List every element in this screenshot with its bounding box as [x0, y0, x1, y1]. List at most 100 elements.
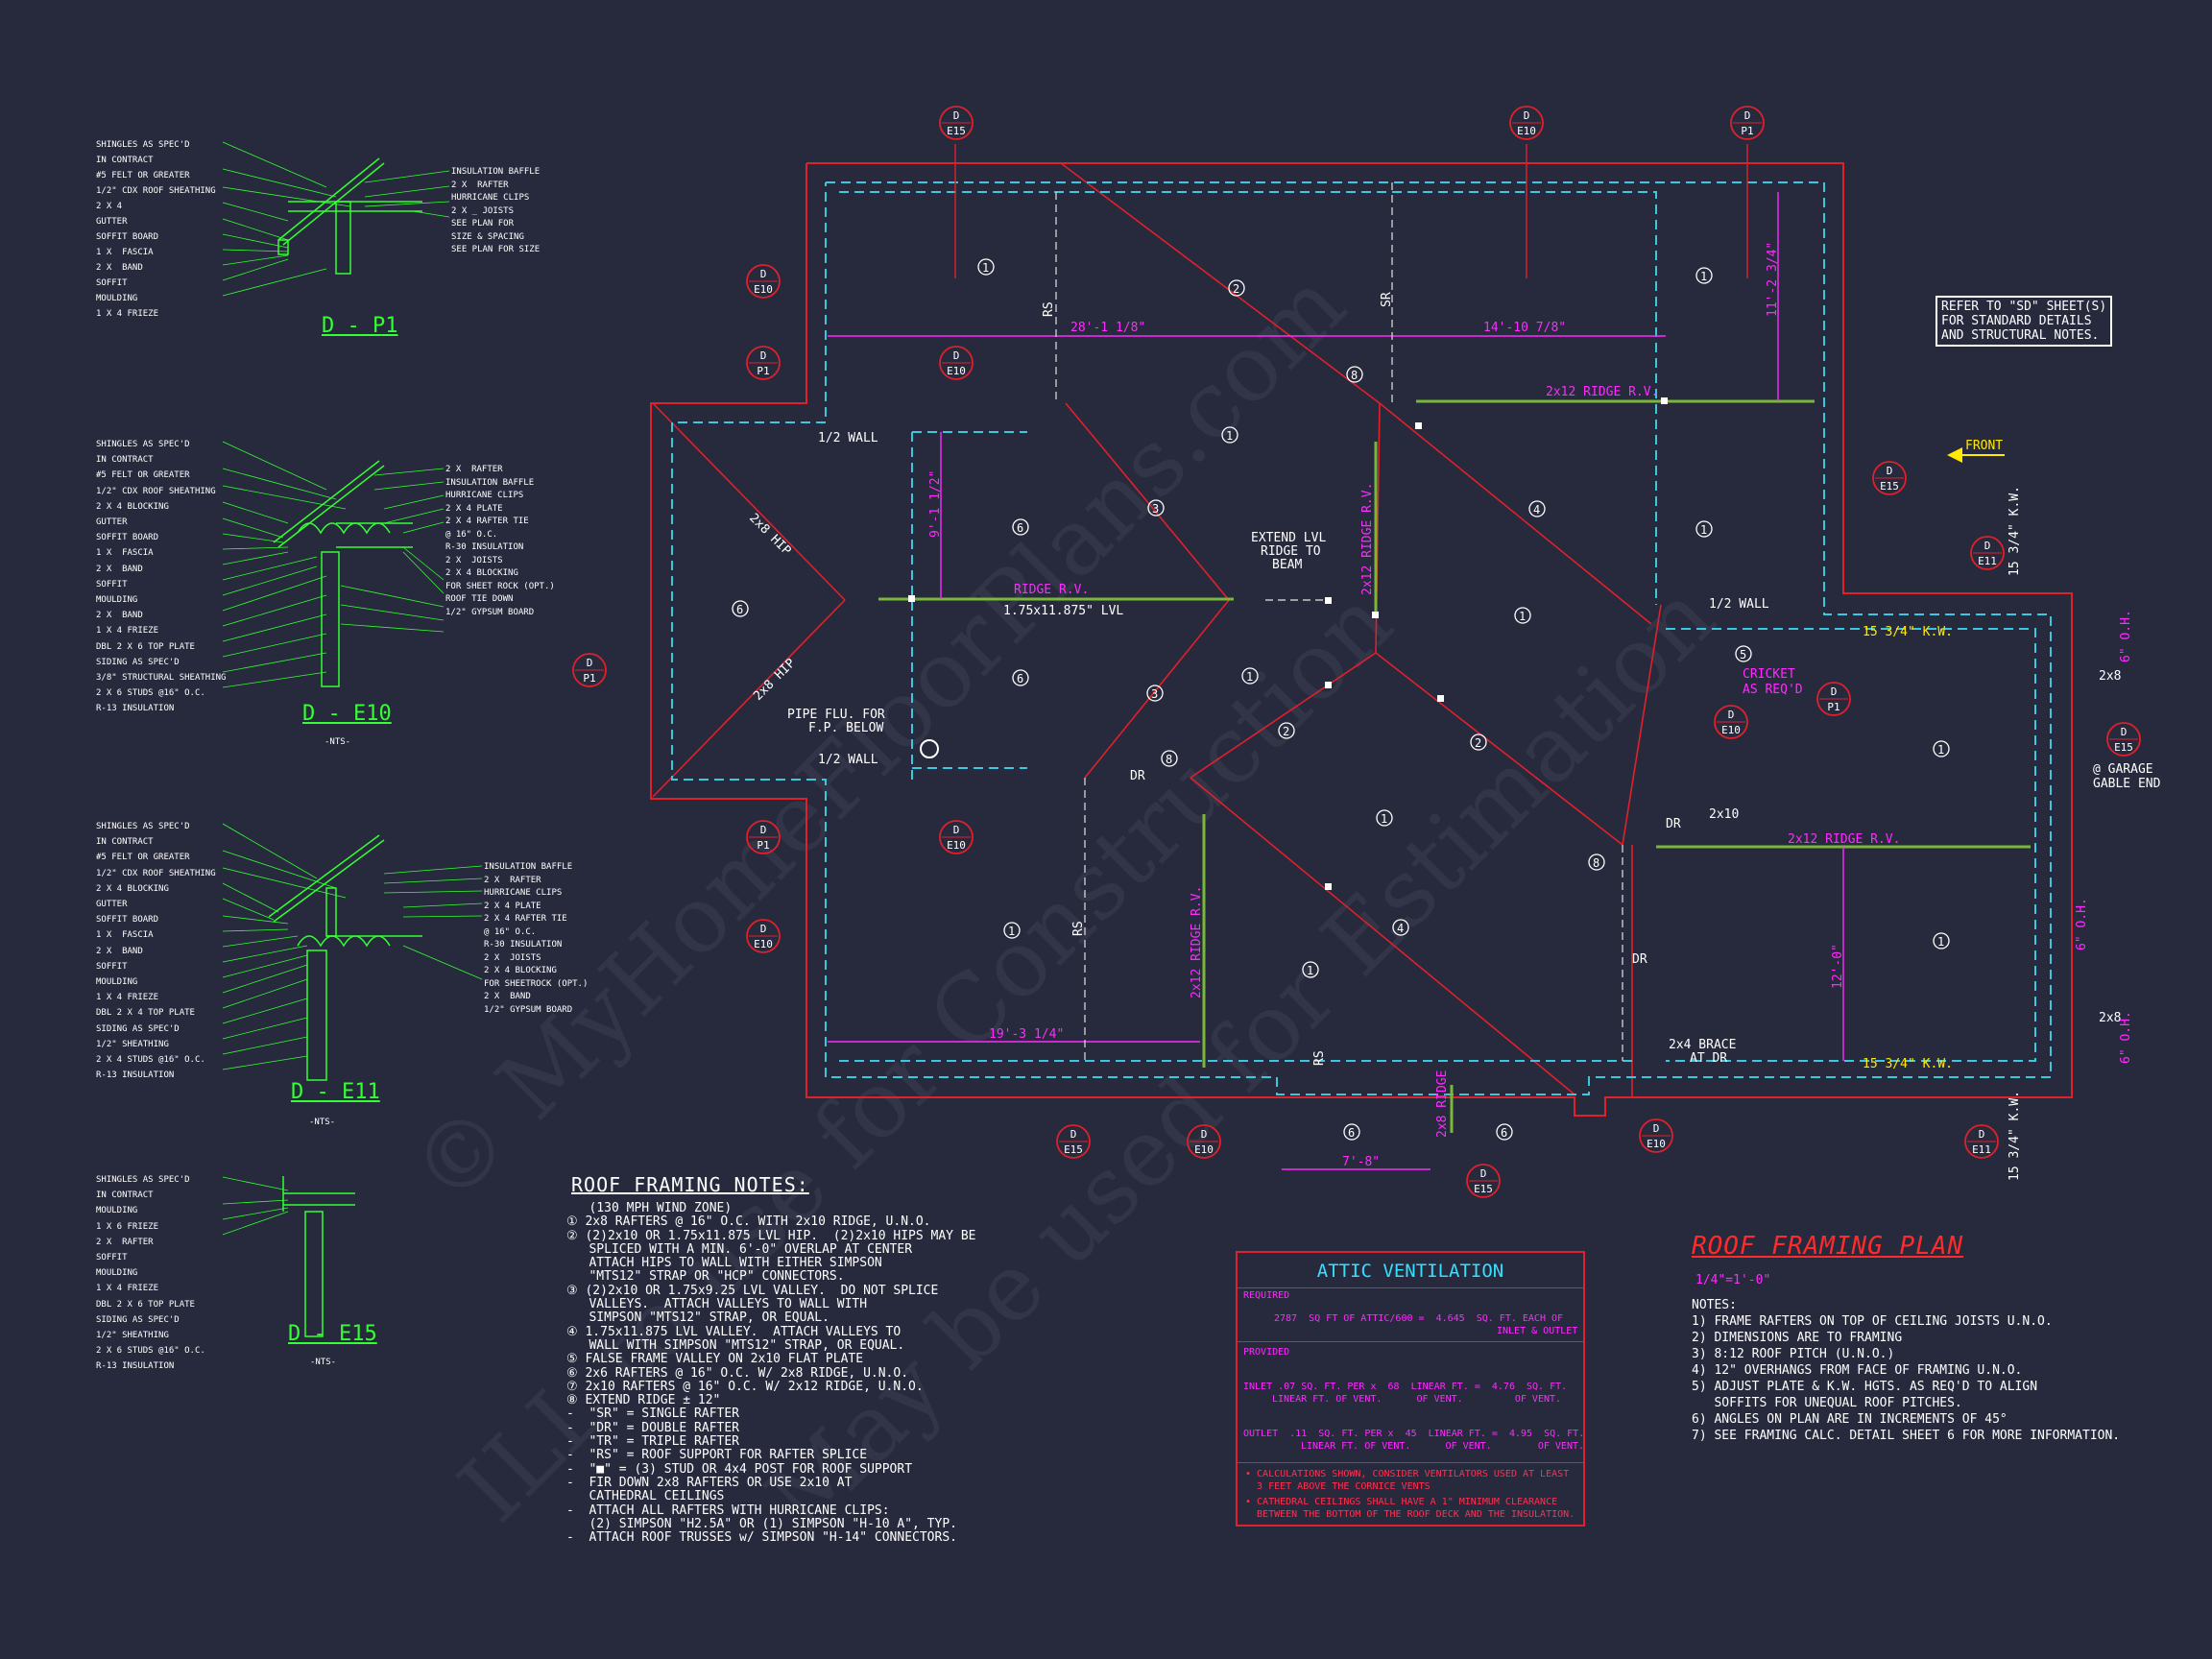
detail-right-label: 2 X RAFTER: [484, 875, 541, 885]
rafter-marker: 1: [1933, 932, 1950, 950]
svg-text:2: 2: [1283, 725, 1289, 738]
front-arrow-head: [1947, 447, 1962, 463]
callout-circle: [1872, 461, 1907, 495]
svg-text:6: 6: [736, 603, 743, 616]
plan-note-line: 2) DIMENSIONS ARE TO FRAMING: [1692, 1331, 1903, 1345]
svg-text:8: 8: [1351, 369, 1358, 382]
detail-left-label: SHINGLES AS SPEC'D: [96, 822, 190, 831]
oh-1: 6" O.H.: [2119, 610, 2133, 662]
detail-left-label: MOULDING: [96, 1268, 138, 1279]
detail-e11-title: D - E11: [291, 1080, 380, 1104]
detail-left-label: 1 X FASCIA: [96, 930, 154, 941]
attic-ventilation-title: ATTIC VENTILATION: [1316, 1261, 1504, 1282]
extend-lvl-3: BEAM: [1272, 558, 1302, 572]
detail-right-label: INSULATION BAFFLE: [484, 862, 573, 872]
front-label: FRONT: [1965, 439, 2003, 453]
section-callout[interactable]: DP1: [746, 346, 781, 380]
callout-detail-letter: D: [760, 349, 767, 362]
rafter-marker: 2: [1228, 279, 1245, 297]
hip-line: [1190, 652, 1377, 779]
framing-note-line: ⑤ FALSE FRAME VALLEY ON 2x10 FLAT PLATE: [566, 1352, 864, 1367]
svg-text:1: 1: [1307, 964, 1313, 977]
x2x10: 2x10: [1709, 807, 1739, 822]
section-callout[interactable]: DP1: [1730, 106, 1765, 140]
svg-text:2: 2: [1475, 736, 1481, 750]
detail-left-label: IN CONTRACT: [96, 455, 154, 466]
detail-e15-title: D - E15: [288, 1322, 377, 1346]
detail-right-label: INSULATION BAFFLE: [445, 477, 535, 488]
rafter-marker: 1: [1514, 607, 1531, 624]
dr-2: DR: [1666, 817, 1681, 831]
detail-right-label: 2 X _ JOISTS: [451, 205, 515, 216]
vent-note-1b: 3 FEET ABOVE THE CORNICE VENTS: [1245, 1481, 1431, 1492]
detail-right-label: 2 X RAFTER: [445, 465, 503, 474]
svg-text:1: 1: [1008, 925, 1015, 938]
detail-left-label: 3/8" STRUCTURAL SHEATHING: [96, 673, 227, 684]
callout-leaders: [954, 144, 1748, 278]
detail-right-label: 1/2" GYPSUM BOARD: [445, 607, 535, 617]
detail-right-label: 2 X JOISTS: [484, 952, 541, 963]
framing-note-line: ① 2x8 RAFTERS @ 16" O.C. WITH 2x10 RIDGE…: [566, 1214, 931, 1230]
svg-text:1: 1: [1937, 743, 1944, 757]
section-callout[interactable]: DP1: [746, 820, 781, 854]
callout-detail-letter: D: [760, 824, 767, 836]
inner-wall: [839, 191, 1657, 605]
pipe-2: F.P. BELOW: [808, 721, 883, 735]
plan-title: ROOF FRAMING PLAN: [1692, 1232, 1964, 1261]
detail-left-label: 1/2" SHEATHING: [96, 1331, 169, 1341]
callout-circle: [746, 820, 781, 854]
extend-lvl-2: RIDGE TO: [1261, 544, 1321, 559]
detail-left-label: SHINGLES AS SPEC'D: [96, 140, 190, 150]
roof-outer-edge: [650, 162, 2073, 1117]
detail-left-label: GUTTER: [96, 217, 128, 227]
callout-sheet-number: P1: [1741, 125, 1753, 137]
svg-text:2: 2: [1233, 282, 1239, 296]
framing-note-line: - ATTACH ROOF TRUSSES w/ SIMPSON "H-14" …: [566, 1530, 957, 1546]
detail-left-label: 1/2" CDX ROOF SHEATHING: [96, 868, 216, 878]
rafter-marker: 8: [1588, 854, 1605, 871]
section-callout[interactable]: DP1: [1816, 682, 1851, 716]
detail-left-label: SOFFIT: [96, 1253, 128, 1263]
dim-vert-right: 11'-2 3/4": [1766, 242, 1780, 317]
rafter-marker: 4: [1528, 500, 1546, 517]
section-callout[interactable]: DP1: [572, 653, 607, 687]
refer-note-line: FOR STANDARD DETAILS: [1941, 314, 2092, 328]
framing-note-line: ④ 1.75x11.875 LVL VALLEY. ATTACH VALLEYS…: [566, 1324, 902, 1339]
detail-left-label: SIDING AS SPEC'D: [96, 1023, 180, 1034]
callout-detail-letter: D: [1984, 540, 1991, 552]
callout-sheet-number: E11: [1972, 1143, 1991, 1156]
detail-e11-right-labels: INSULATION BAFFLE 2 X RAFTER HURRICANE CLI…: [484, 861, 588, 1017]
detail-left-label: 2 X 4: [96, 202, 123, 211]
post: [1325, 883, 1332, 890]
refer-note-line: REFER TO "SD" SHEET(S): [1941, 300, 2107, 314]
rs-1: RS: [1042, 301, 1056, 317]
detail-left-label: 1 X 4 FRIEZE: [96, 1284, 159, 1294]
callout-sheet-number: E10: [947, 365, 966, 377]
detail-right-label: 2 X 4 BLOCKING: [484, 966, 557, 975]
callout-sheet-number: E15: [2114, 741, 2133, 754]
callout-detail-letter: D: [953, 824, 960, 836]
callout-sheet-number: E10: [1647, 1138, 1666, 1150]
detail-right-label: HURRICANE CLIPS: [445, 491, 524, 500]
callout-circle: [1187, 1124, 1221, 1159]
rafter-marker: 2: [1278, 722, 1295, 739]
rafter-marker: 1: [1302, 961, 1319, 978]
valley-line: [1190, 777, 1575, 1095]
detail-right-label: HURRICANE CLIPS: [484, 888, 563, 898]
